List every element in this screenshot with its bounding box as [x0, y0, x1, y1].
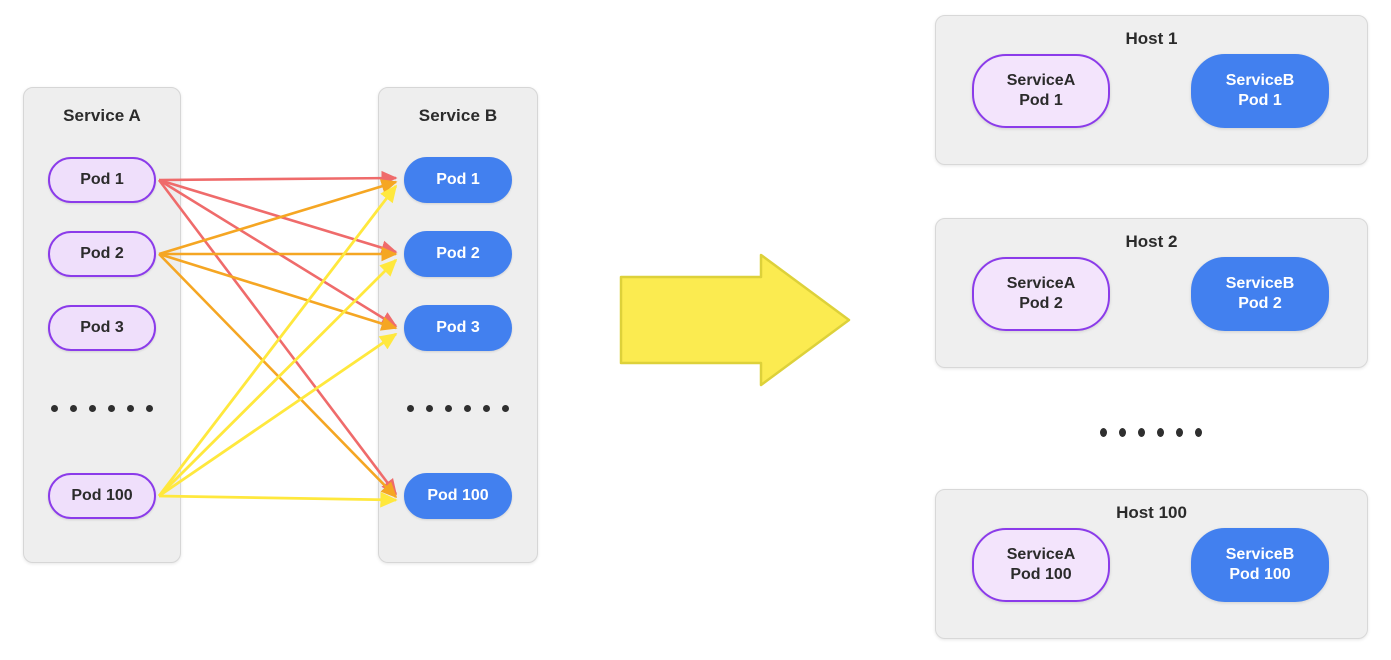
- service-a-pod-1[interactable]: Pod 1: [48, 157, 156, 203]
- host-2-title: Host 2: [1125, 232, 1178, 251]
- host-100-target-line2: Pod 100: [1229, 566, 1291, 583]
- service-b-pod-100[interactable]: Pod 100: [404, 473, 512, 519]
- service-a-pod-2[interactable]: Pod 2: [48, 231, 156, 277]
- ellipsis-dot: [89, 404, 96, 412]
- host-1-title: Host 1: [1125, 29, 1178, 48]
- service-b-title: Service B: [418, 106, 498, 125]
- edge-pod1-to-pod3: [158, 178, 398, 328]
- host-2-source-line2: Pod 2: [1019, 295, 1063, 312]
- edge-pod2-to-pod1: [158, 179, 398, 256]
- service-b-pod-100-label: Pod 100: [427, 487, 489, 504]
- host-100-target-pod[interactable]: ServiceB Pod 100: [1191, 528, 1329, 602]
- edge-pod2-to-pod100: [158, 253, 398, 499]
- service-a-pod-3-label: Pod 3: [80, 319, 124, 336]
- service-b-ellipsis: [404, 402, 512, 414]
- ellipsis-dot: [70, 404, 77, 412]
- host-100-source-pod[interactable]: ServiceA Pod 100: [972, 528, 1110, 602]
- host-list-ellipsis: [1100, 426, 1202, 438]
- ellipsis-dot: [1100, 427, 1107, 437]
- service-b-pod-3[interactable]: Pod 3: [404, 305, 512, 351]
- service-a-pod-100-label: Pod 100: [71, 487, 133, 504]
- service-a-pod-100[interactable]: Pod 100: [48, 473, 156, 519]
- ellipsis-dot: [1119, 427, 1126, 437]
- ellipsis-dot: [407, 404, 414, 412]
- edge-pod1-to-pod1: [158, 170, 398, 186]
- ellipsis-dot: [108, 404, 115, 412]
- host-1-source-line2: Pod 1: [1019, 92, 1063, 109]
- service-a-pod-1-label: Pod 1: [80, 171, 124, 188]
- big-right-arrow: [619, 253, 851, 387]
- service-b-pod-1-label: Pod 1: [436, 171, 480, 188]
- ellipsis-dot: [1138, 427, 1145, 437]
- service-b-pod-1[interactable]: Pod 1: [404, 157, 512, 203]
- edge-pod100-to-pod3: [158, 332, 398, 498]
- edge-group-pod100: [157, 184, 398, 508]
- service-a-title: Service A: [63, 106, 141, 125]
- host-100-source-line1: ServiceA: [1006, 546, 1076, 564]
- host-2-source-pod[interactable]: ServiceA Pod 2: [972, 257, 1110, 331]
- edge-pod2-to-pod3: [158, 252, 398, 331]
- host-1-target-pod[interactable]: ServiceB Pod 1: [1191, 54, 1329, 128]
- host-100-source-line2: Pod 100: [1010, 566, 1072, 583]
- host-1-source-pod[interactable]: ServiceA Pod 1: [972, 54, 1110, 128]
- ellipsis-dot: [146, 404, 153, 412]
- ellipsis-dot: [464, 404, 471, 412]
- host-2-source-line1: ServiceA: [1006, 275, 1076, 293]
- ellipsis-dot: [483, 404, 490, 412]
- host-1-source-line1: ServiceA: [1006, 72, 1076, 90]
- host-1-target-line1: ServiceB: [1225, 72, 1295, 90]
- ellipsis-dot: [502, 404, 509, 412]
- ellipsis-dot: [1195, 427, 1202, 437]
- ellipsis-dot: [1176, 427, 1183, 437]
- edge-pod1-to-pod100: [157, 179, 398, 496]
- service-a-pod-2-label: Pod 2: [80, 245, 124, 262]
- ellipsis-dot: [51, 404, 58, 412]
- host-2-target-line1: ServiceB: [1225, 275, 1295, 293]
- service-b-pod-2-label: Pod 2: [436, 245, 480, 262]
- edge-pod100-to-pod100: [158, 491, 398, 508]
- edge-group-pod1: [157, 170, 398, 496]
- service-b-pod-2[interactable]: Pod 2: [404, 231, 512, 277]
- service-b-pod-3-label: Pod 3: [436, 319, 480, 336]
- edge-pod1-to-pod2: [158, 178, 398, 255]
- edge-pod100-to-pod2: [158, 258, 398, 497]
- service-a-pod-3[interactable]: Pod 3: [48, 305, 156, 351]
- ellipsis-dot: [445, 404, 452, 412]
- host-100-target-line1: ServiceB: [1225, 546, 1295, 564]
- edge-group-pod2: [158, 179, 398, 499]
- ellipsis-dot: [127, 404, 134, 412]
- host-100-title: Host 100: [1116, 503, 1187, 522]
- edge-pod100-to-pod1: [157, 184, 398, 497]
- host-2-target-pod[interactable]: ServiceB Pod 2: [1191, 257, 1329, 331]
- host-2-target-line2: Pod 2: [1238, 295, 1282, 312]
- ellipsis-dot: [1157, 427, 1164, 437]
- service-a-ellipsis: [48, 402, 156, 414]
- host-1-target-line2: Pod 1: [1238, 92, 1282, 109]
- ellipsis-dot: [426, 404, 433, 412]
